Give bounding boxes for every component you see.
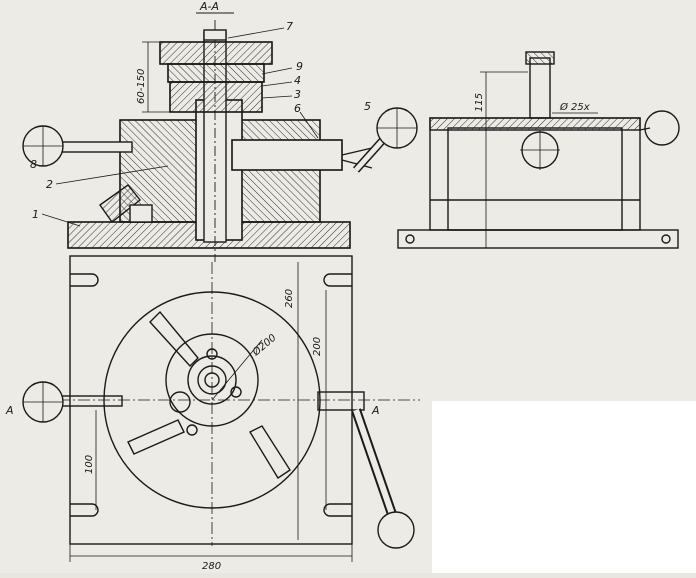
part-number-5: 5 (364, 100, 371, 113)
dim-base-width: 280 (202, 561, 221, 572)
side-base (397, 229, 679, 249)
dim-face-diameter: Ø200 (249, 332, 278, 359)
section-view (22, 20, 418, 262)
part-number-6: 6 (294, 102, 301, 115)
part-number-9: 9 (296, 60, 303, 73)
part-number-8: 8 (30, 158, 37, 171)
section-mark-left: A (5, 404, 14, 417)
side-view-labels: 115 Ø 25x (474, 93, 598, 114)
dim-bolt-span: 200 (312, 337, 323, 356)
section-view-labels: A-A 7 9 4 3 6 5 8 2 1 60-150 (30, 0, 371, 227)
dim-base-depth: 260 (284, 289, 295, 308)
part-number-2: 2 (46, 178, 53, 191)
side-view (397, 51, 680, 249)
section-mark-right: A (371, 404, 380, 417)
dim-pin-diameter: Ø 25x (559, 101, 590, 113)
plan-view (22, 255, 420, 562)
part-number-3: 3 (294, 88, 301, 101)
blank-page-area (432, 401, 696, 573)
part-number-1: 1 (32, 208, 39, 221)
part-number-7: 7 (286, 20, 293, 33)
part-number-4: 4 (294, 74, 301, 87)
plan-view-labels: 260 200 Ø200 100 280 A A (5, 289, 380, 572)
dim-height-range: 60-150 (136, 69, 147, 104)
section-title: A-A (199, 0, 219, 13)
dim-handle-offset: 100 (84, 455, 95, 474)
dim-side-height: 115 (474, 93, 485, 112)
